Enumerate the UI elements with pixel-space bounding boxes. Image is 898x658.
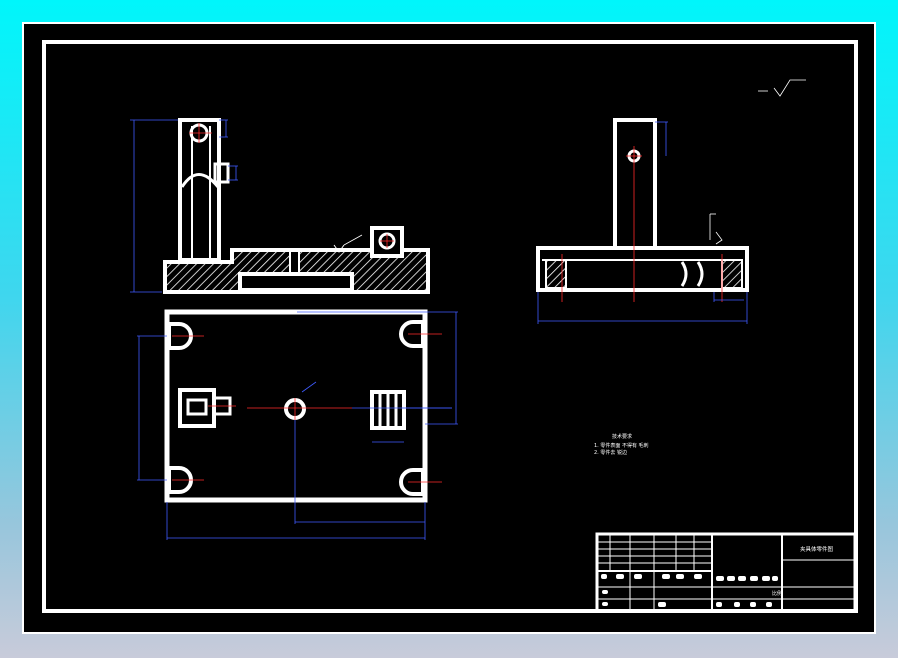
front-view-centerlines — [189, 123, 394, 248]
title-block-part-name: 夹具体零件图 — [800, 545, 834, 553]
side-view-column — [613, 118, 657, 250]
top-view-dimensions — [137, 311, 458, 540]
front-view-dimensions — [130, 119, 238, 293]
outer-frame — [22, 22, 876, 634]
top-view — [164, 309, 428, 503]
side-view-base — [536, 246, 749, 292]
side-view — [536, 118, 749, 292]
side-view-dimensions — [537, 121, 748, 324]
cad-drawing: 技术要求 1. 零件表面 不得有 毛刺 2. 零件去 锐边 夹具体零件图 比例 — [22, 22, 876, 634]
title-block-fields — [601, 574, 778, 607]
front-view — [163, 118, 430, 294]
title-block-scale: 比例 — [772, 590, 782, 597]
tech-requirement-2: 2. 零件去 锐边 — [594, 449, 627, 456]
top-view-plate — [164, 309, 428, 503]
title-block — [595, 532, 857, 613]
roughness-symbol — [758, 79, 806, 97]
tech-requirement-1: 1. 零件表面 不得有 毛刺 — [594, 442, 649, 449]
top-view-centerlines — [172, 333, 442, 483]
tech-requirements-heading: 技术要求 — [612, 433, 632, 440]
side-view-centerlines — [561, 146, 723, 302]
inner-frame — [42, 40, 858, 613]
cad-drawing-viewport[interactable]: 技术要求 1. 零件表面 不得有 毛刺 2. 零件去 锐边 夹具体零件图 比例 — [22, 22, 876, 634]
